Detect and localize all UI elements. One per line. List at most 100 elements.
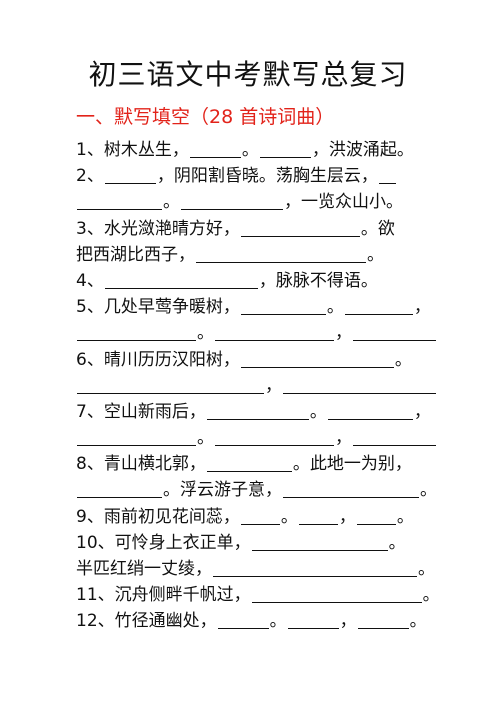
answer-blank[interactable] xyxy=(357,611,409,630)
line-text: ，阴阳割昏晓。荡胸生层云， xyxy=(156,166,378,187)
answer-blank[interactable] xyxy=(298,507,338,525)
worksheet-line: 7、空山新雨后， 。 ， xyxy=(76,399,436,425)
worksheet-line: 把西湖比西子， 。 xyxy=(76,242,436,268)
line-text: 6、晴川历历汉阳树， xyxy=(76,349,240,370)
answer-blank[interactable] xyxy=(77,376,264,394)
line-text: 。 xyxy=(326,297,344,318)
worksheet-line: 2、 ，阴阳割昏晓。荡胸生层云， xyxy=(76,163,436,189)
line-text: 。 xyxy=(388,532,406,553)
line-text: ，一览众山小。 xyxy=(284,192,403,213)
line-text: 。浮云游子意， xyxy=(163,480,282,501)
worksheet-line: 。，。 xyxy=(76,320,436,346)
answer-blank[interactable] xyxy=(283,480,419,499)
line-text: ， xyxy=(413,297,431,318)
worksheet-line: 。 ，一览众山小。 xyxy=(76,189,436,215)
answer-blank[interactable] xyxy=(104,271,258,289)
line-text: 。 xyxy=(396,506,414,527)
answer-blank[interactable] xyxy=(251,585,422,604)
line-text: ， xyxy=(335,428,352,449)
line-text: ， xyxy=(413,401,431,422)
line-text: ， xyxy=(265,375,282,396)
answer-blank[interactable] xyxy=(378,166,396,185)
worksheet-line: 11、沉舟侧畔千帆过， 。 xyxy=(76,582,436,608)
answer-blank[interactable] xyxy=(77,323,196,342)
answer-blank[interactable] xyxy=(356,507,396,525)
answer-blank[interactable] xyxy=(217,611,269,630)
worksheet-line: 12、竹径通幽处，。，。 xyxy=(76,608,436,634)
worksheet-line: 6、晴川历历汉阳树， 。 xyxy=(76,347,436,373)
line-text: 。 xyxy=(420,480,436,501)
answer-blank[interactable] xyxy=(77,192,162,211)
worksheet-line: ，。 xyxy=(76,373,436,399)
answer-blank[interactable] xyxy=(189,140,241,158)
line-text: 。 xyxy=(409,611,427,632)
line-text: 。 xyxy=(269,611,287,632)
fill-in-lines: 1、树木丛生， 。 ，洪波涌起。 2、 ，阴阳割昏晓。荡胸生层云， 。 ，一览众山小。 3、水… xyxy=(76,137,436,635)
answer-blank[interactable] xyxy=(77,428,196,447)
line-text: 。欲 xyxy=(360,218,395,239)
line-text: 。 xyxy=(394,349,412,370)
answer-blank[interactable] xyxy=(240,507,280,525)
answer-blank[interactable] xyxy=(104,166,156,185)
answer-blank[interactable] xyxy=(353,428,436,447)
answer-blank[interactable] xyxy=(344,297,413,316)
answer-blank[interactable] xyxy=(287,611,339,630)
answer-blank[interactable] xyxy=(259,140,311,158)
line-text: 。 xyxy=(241,140,259,160)
worksheet-line: 1、树木丛生， 。 ，洪波涌起。 xyxy=(76,137,436,163)
answer-blank[interactable] xyxy=(206,402,309,420)
line-text: 。 xyxy=(163,192,180,213)
line-text: 5、几处早莺争暖树， xyxy=(76,297,240,318)
line-text: ， xyxy=(339,611,357,632)
worksheet-line: 4、 ，脉脉不得语。 xyxy=(76,268,436,294)
line-text: ， xyxy=(335,323,352,344)
line-text: ，洪波涌起。 xyxy=(311,140,414,160)
line-text: 4、 xyxy=(76,270,104,291)
line-text: 。 xyxy=(423,585,436,605)
answer-blank[interactable] xyxy=(213,559,417,577)
line-text: ， xyxy=(338,506,356,527)
line-text: 。 xyxy=(418,559,435,579)
worksheet-line: 5、几处早莺争暖树， 。 ， xyxy=(76,294,436,320)
section-heading: 一、默写填空（28 首诗词曲） xyxy=(76,106,335,128)
line-text: 。此地一为别， xyxy=(292,454,412,475)
line-text: 1、树木丛生， xyxy=(76,140,189,160)
answer-blank[interactable] xyxy=(77,480,162,499)
line-text: 9、雨前初见花间蕊， xyxy=(76,506,240,527)
worksheet-line: 9、雨前初见花间蕊， 。 ， 。 xyxy=(76,504,436,530)
answer-blank[interactable] xyxy=(251,533,388,551)
line-text: 。 xyxy=(309,401,327,422)
line-text: 10、可怜身上衣正单， xyxy=(76,532,251,553)
answer-blank[interactable] xyxy=(215,323,334,342)
line-text: 。 xyxy=(197,323,214,344)
line-text: 8、青山横北郭， xyxy=(76,454,206,475)
line-text: 。 xyxy=(280,506,298,527)
answer-blank[interactable] xyxy=(196,245,366,263)
line-text: ，脉脉不得语。 xyxy=(258,270,378,291)
line-text: 把西湖比西子， xyxy=(76,244,195,265)
line-text: 。 xyxy=(367,244,384,265)
worksheet-line: 半匹红绡一丈绫， 。 xyxy=(76,556,436,582)
answer-blank[interactable] xyxy=(327,402,413,420)
page-title: 初三语文中考默写总复习 xyxy=(88,58,408,91)
worksheet-line: 10、可怜身上衣正单， 。 xyxy=(76,530,436,556)
answer-blank[interactable] xyxy=(181,192,283,211)
line-text: 11、沉舟侧畔千帆过， xyxy=(76,585,251,606)
worksheet-line: 3、水光潋滟晴方好， 。欲 xyxy=(76,216,436,242)
line-text: 7、空山新雨后， xyxy=(76,401,206,422)
line-text: 半匹红绡一丈绫， xyxy=(76,559,212,579)
answer-blank[interactable] xyxy=(240,297,326,316)
line-text: 3、水光潋滟晴方好， xyxy=(76,218,240,239)
worksheet-line: 。浮云游子意， 。 xyxy=(76,477,436,503)
worksheet-line: 8、青山横北郭， 。此地一为别， xyxy=(76,451,436,477)
answer-blank[interactable] xyxy=(206,454,292,473)
line-text: 2、 xyxy=(76,166,104,187)
worksheet-line: 。，。 xyxy=(76,425,436,451)
answer-blank[interactable] xyxy=(353,323,436,342)
answer-blank[interactable] xyxy=(240,219,360,237)
answer-blank[interactable] xyxy=(283,376,436,394)
answer-blank[interactable] xyxy=(215,428,334,447)
line-text: 。 xyxy=(197,428,214,449)
answer-blank[interactable] xyxy=(240,350,394,368)
